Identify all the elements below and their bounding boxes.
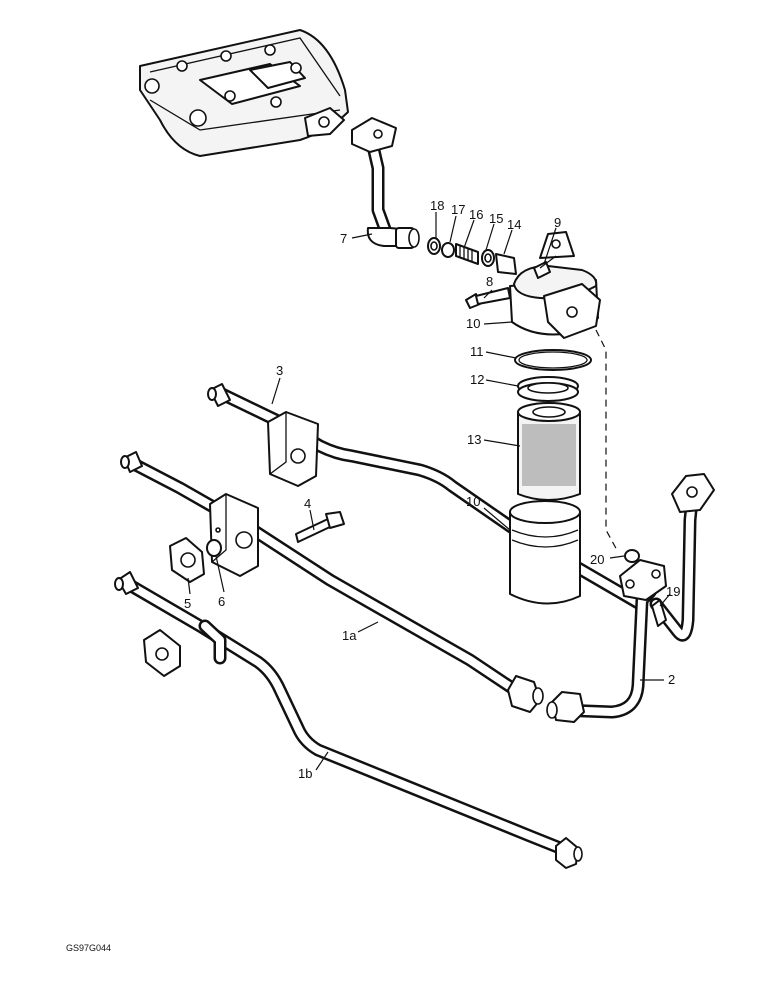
flange-2-top xyxy=(671,473,715,513)
filter-element-13 xyxy=(517,402,581,501)
pipe-7-fittings xyxy=(351,117,420,249)
o-ring-11 xyxy=(514,349,592,371)
callout-6: 6 xyxy=(218,594,225,609)
bolt-4 xyxy=(295,511,345,543)
pipe-3 xyxy=(215,387,647,611)
pipe-1a xyxy=(123,455,519,695)
flange-2 xyxy=(619,559,667,601)
seal-12 xyxy=(517,376,579,402)
callout-13: 13 xyxy=(467,432,481,447)
fitting-1a-nut xyxy=(507,675,544,713)
bolt-hole-icon xyxy=(144,78,160,94)
filter-bowl-10 xyxy=(509,500,581,605)
callout-labels: 18 17 16 15 14 9 7 8 10 11 12 3 13 10 4 … xyxy=(184,198,680,781)
callout-20: 20 xyxy=(590,552,604,567)
callout-5: 5 xyxy=(184,596,191,611)
bolt-19 xyxy=(651,599,667,627)
fitting-1a-end xyxy=(120,451,143,473)
callout-3: 3 xyxy=(276,363,283,378)
bolt-head-icon xyxy=(176,60,188,72)
bolt-head-icon xyxy=(220,50,232,62)
callout-16: 16 xyxy=(469,207,483,222)
callout-19: 19 xyxy=(666,584,680,599)
callout-4: 4 xyxy=(304,496,311,511)
pipe-7 xyxy=(365,135,393,239)
port-icon xyxy=(189,109,207,127)
o-ring-6 xyxy=(206,539,222,557)
bolt-head-icon xyxy=(264,44,276,56)
callout-11: 11 xyxy=(470,344,484,359)
callout-2: 2 xyxy=(668,672,675,687)
bolt-head-icon xyxy=(270,96,282,108)
callout-17: 17 xyxy=(451,202,465,217)
leader-lines xyxy=(187,212,671,771)
filter-head xyxy=(465,231,601,339)
fitting-1b-nut xyxy=(555,837,583,869)
clamp-block-3 xyxy=(267,411,319,487)
callout-8: 8 xyxy=(486,274,493,289)
valve-parts-row xyxy=(427,237,517,275)
fitting-3-end xyxy=(207,383,231,407)
callout-18: 18 xyxy=(430,198,444,213)
clamp-block-6 xyxy=(209,493,259,577)
callout-14: 14 xyxy=(507,217,521,232)
flange-hole-icon xyxy=(318,116,330,128)
pipe-fittings xyxy=(114,383,585,869)
pipe-2 xyxy=(553,493,699,719)
callout-15: 15 xyxy=(489,211,503,226)
valve-block xyxy=(139,29,349,157)
flange-hole-icon xyxy=(373,129,383,139)
callout-10-head: 10 xyxy=(466,316,480,331)
bolt-head-icon xyxy=(290,62,302,74)
part-14-plug xyxy=(495,253,517,275)
pipe-1b xyxy=(121,577,567,855)
o-ring-20 xyxy=(624,549,640,563)
part-16-spring xyxy=(455,243,479,265)
gasket-5 xyxy=(169,537,205,583)
fitting-2-nut xyxy=(546,691,585,723)
bolt-head-icon xyxy=(224,90,236,102)
callout-10-bowl: 10 xyxy=(466,494,480,509)
fitting-1b-end xyxy=(114,571,139,595)
callout-9: 9 xyxy=(554,215,561,230)
alignment-dashed-line xyxy=(595,329,619,553)
callout-1a: 1a xyxy=(342,628,357,643)
callout-12: 12 xyxy=(470,372,484,387)
drawing-code: GS97G044 xyxy=(66,943,111,953)
flange-1b xyxy=(143,629,181,677)
part-17-ball xyxy=(441,242,455,258)
callout-7: 7 xyxy=(340,231,347,246)
callout-1b: 1b xyxy=(298,766,312,781)
